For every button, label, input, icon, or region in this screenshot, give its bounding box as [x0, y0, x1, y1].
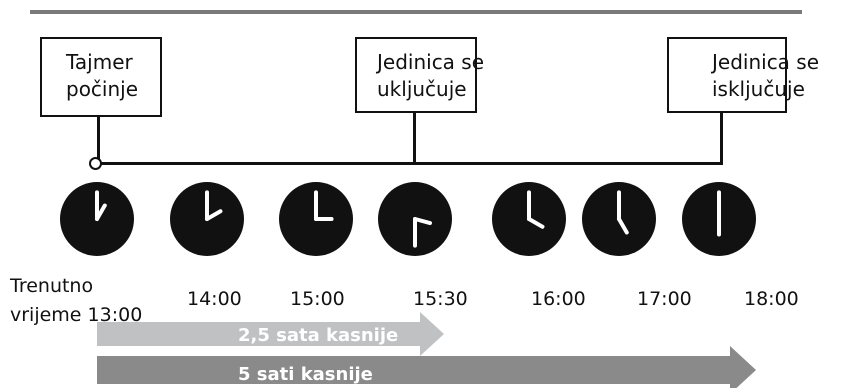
clock-label-1600: 16:00 [531, 288, 586, 310]
clock-hour-hand [617, 217, 629, 235]
clock-label-1530: 15:30 [413, 288, 468, 310]
top-rule [30, 10, 802, 14]
unit-off-label: Jedinica se isključuje [712, 50, 820, 101]
clock-hour-hand [527, 217, 545, 229]
current-time-label: Trenutno vrijeme 13:00 [10, 275, 143, 326]
delay-off-label: 5 sati kasnije [238, 364, 373, 385]
clock-label-1400: 14:00 [187, 288, 242, 310]
unit-off-box [667, 37, 787, 113]
delay-on-arrow [97, 312, 444, 356]
clock-1700 [582, 182, 656, 256]
unit-on-connector [413, 111, 416, 164]
delay-off-arrow [97, 346, 756, 388]
clock-label-1500: 15:00 [290, 288, 345, 310]
clock-hour-hand [205, 209, 223, 221]
timer-start-connector [97, 115, 100, 165]
timeline-start-dot [89, 157, 102, 170]
unit-on-label: Jedinica se uključuje [377, 50, 485, 101]
clock-1500 [279, 182, 353, 256]
delay-on-label: 2,5 sata kasnije [238, 325, 399, 346]
timeline-line [98, 162, 723, 165]
clock-hour-hand [413, 217, 433, 226]
clock-1530 [378, 182, 452, 256]
timer-start-box [40, 37, 162, 117]
clock-1300 [60, 182, 134, 256]
clock-1800 [682, 182, 756, 256]
timer-start-label: Tajmer počinje [66, 50, 139, 101]
clock-label-1800: 18:00 [744, 288, 799, 310]
unit-on-box [355, 37, 477, 113]
clock-1400 [170, 182, 244, 256]
clock-1600 [492, 182, 566, 256]
unit-off-connector [720, 111, 723, 164]
clock-hour-hand [95, 203, 107, 221]
clock-label-1700: 17:00 [637, 288, 692, 310]
